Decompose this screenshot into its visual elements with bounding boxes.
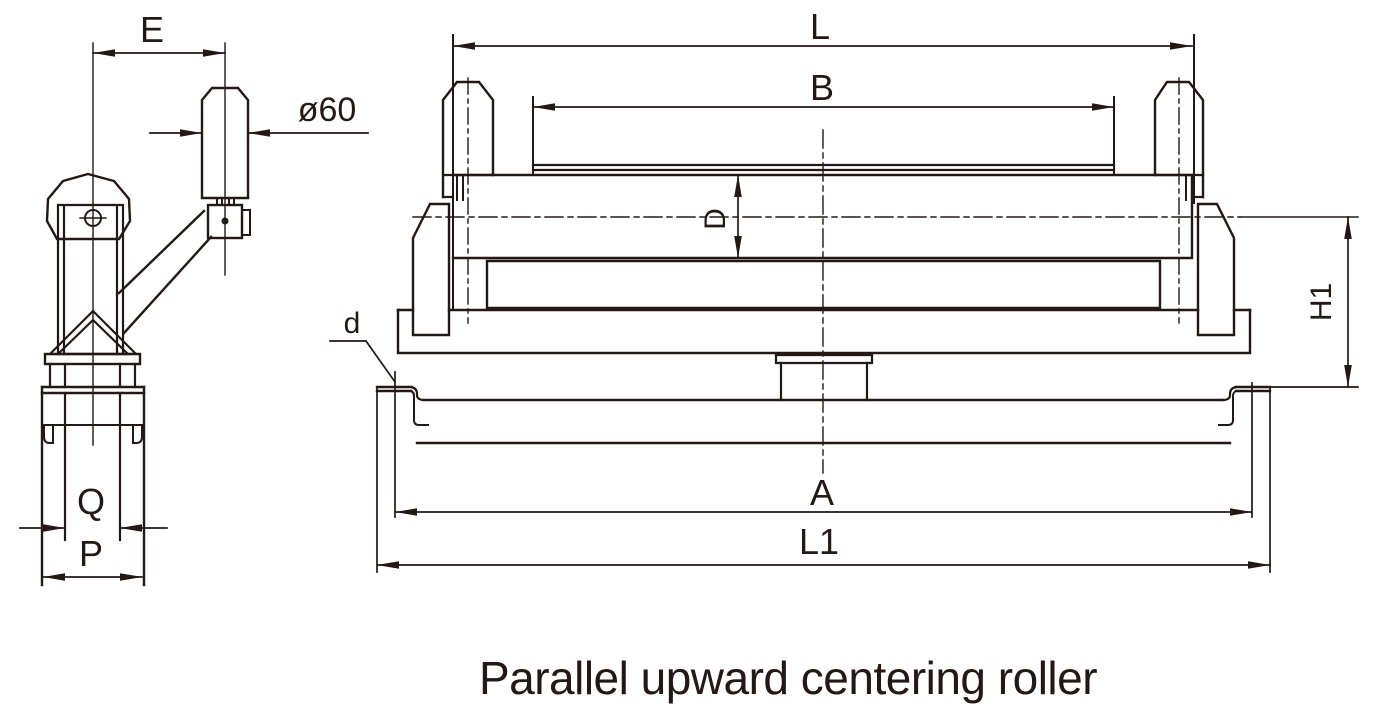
dim-label-L1: L1 bbox=[798, 521, 840, 562]
dim-label-A: A bbox=[809, 472, 835, 513]
side-view-geometry bbox=[19, 42, 369, 587]
dim-label-H1: H1 bbox=[1305, 282, 1338, 322]
dim-label-L: L bbox=[809, 6, 831, 47]
dim-label-B: B bbox=[809, 67, 835, 108]
dim-label-E: E bbox=[139, 9, 165, 50]
dim-label-P: P bbox=[78, 533, 104, 574]
dim-label-dia60: ø60 bbox=[297, 91, 357, 129]
front-view-geometry bbox=[329, 34, 1359, 573]
dim-label-d: d bbox=[343, 307, 361, 340]
drawing-title: Parallel upward centering roller bbox=[478, 652, 1098, 704]
dim-label-D: D bbox=[699, 208, 732, 230]
dim-label-Q: Q bbox=[76, 481, 106, 522]
